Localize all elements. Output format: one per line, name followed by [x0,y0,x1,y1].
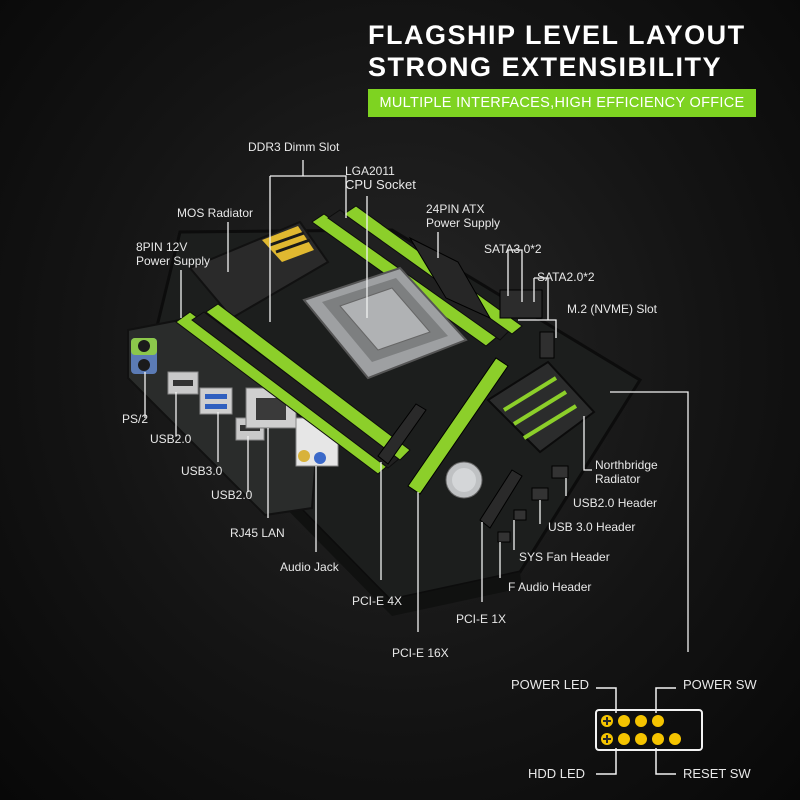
headline-line-1: FLAGSHIP LEVEL LAYOUT [368,20,746,50]
sata-ports [499,289,543,319]
pcie-16x-slot [407,357,509,495]
label-northbridge: Northbridge [595,458,658,472]
label-f-audio-header: F Audio Header [508,580,592,594]
label-usb2-a: USB2.0 [150,432,192,446]
usb2-header [551,465,569,479]
label-lga2011: LGA2011 [345,164,395,178]
usb3-port [199,387,233,415]
atx-24pin-connector [408,236,492,320]
front-panel-header [595,687,703,775]
label-pcie-16x: PCI-E 16X [392,646,449,660]
label-pcie-4x: PCI-E 4X [352,594,403,608]
headline-line-2: STRONG EXTENSIBILITY [368,52,723,82]
label-ddr3-dimm-slot: DDR3 Dimm Slot [248,140,340,154]
label-usb3-header: USB 3.0 Header [548,520,636,534]
label-sys-fan-header: SYS Fan Header [519,550,610,564]
cmos-battery [445,461,483,499]
label-power-sw: POWER SW [683,677,757,692]
label-reset-sw: RESET SW [683,766,751,781]
label-hdd-led: HDD LED [528,766,586,781]
pcie-4x-slot [377,403,427,465]
label-atx-power-supply: Power Supply [426,216,501,230]
label-sata3: SATA3.0*2 [484,242,542,256]
m2-slot [539,331,555,359]
label-8pin-12v: 8PIN 12V [136,240,188,254]
label-8pin-power-supply: Power Supply [136,254,211,268]
label-cpu-socket: CPU Socket [345,177,416,192]
ps2-port [131,338,157,374]
f-audio-header [497,531,511,543]
label-usb2-b: USB2.0 [211,488,253,502]
label-mos-radiator: MOS Radiator [177,206,254,220]
label-radiator: Radiator [595,472,641,486]
label-pcie-1x: PCI-E 1X [456,612,507,626]
label-audio-jack: Audio Jack [280,560,339,574]
label-usb2-header: USB2.0 Header [573,496,658,510]
pcie-1x-slot [479,469,523,529]
label-rj45-lan: RJ45 LAN [230,526,285,540]
sys-fan-header [513,509,527,521]
label-24pin-atx: 24PIN ATX [426,202,485,216]
cpu-socket [302,266,468,380]
green-banner: MULTIPLE INTERFACES,HIGH EFFICIENCY OFFI… [368,89,756,117]
callout-lines [144,160,689,652]
label-m2-slot: M.2 (NVME) Slot [567,302,658,316]
label-usb3: USB3.0 [181,464,223,478]
label-power-led: POWER LED [511,677,590,692]
usb3-header [531,487,549,501]
label-sata2: SATA2.0*2 [537,270,595,284]
motherboard-edge [148,355,522,616]
label-ps2: PS/2 [122,412,149,426]
